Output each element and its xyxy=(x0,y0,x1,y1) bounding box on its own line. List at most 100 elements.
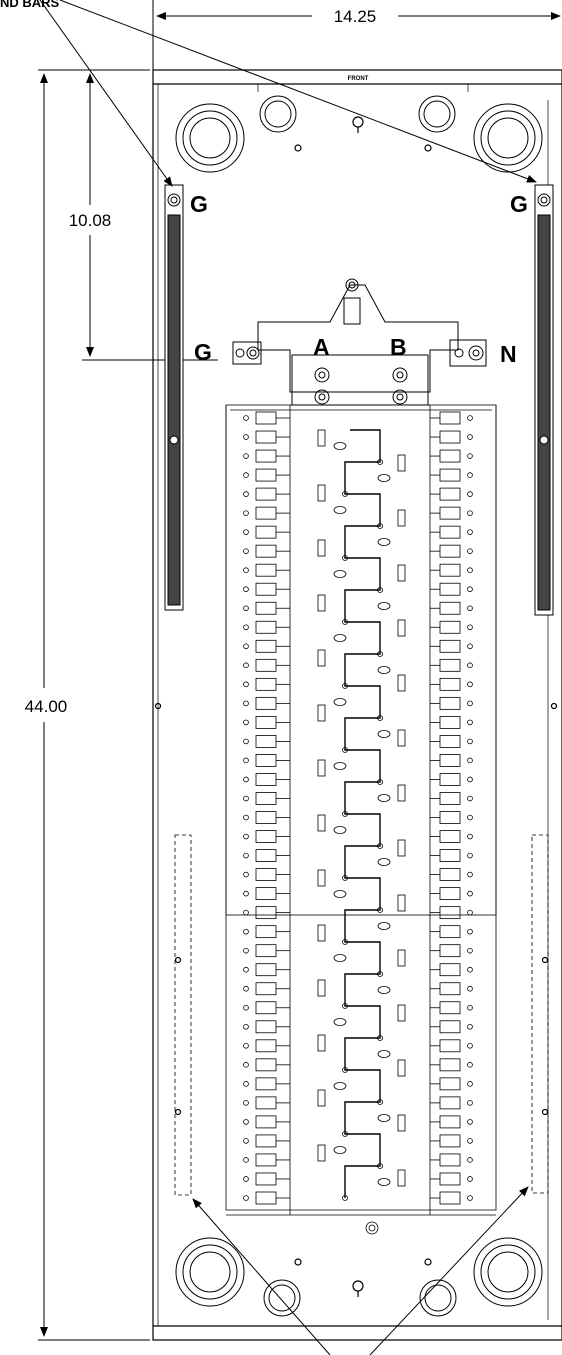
stab-hole-right xyxy=(467,833,473,840)
bus-rivet xyxy=(342,747,348,753)
bus-rivet xyxy=(377,971,383,977)
stab-hole-left xyxy=(243,909,249,916)
knockout-bottom-left xyxy=(175,1237,245,1307)
bus-insulator xyxy=(333,1082,347,1090)
bus-slot-right xyxy=(397,949,406,967)
ground-lug-label: G xyxy=(194,339,212,365)
breaker-stab-left xyxy=(255,487,277,501)
breaker-stab-right xyxy=(439,1115,461,1129)
interior-frame-upper xyxy=(225,404,497,916)
bus-rivet xyxy=(342,619,348,625)
stab-hole-left xyxy=(243,643,249,650)
stab-hole-right xyxy=(467,1195,473,1201)
breaker-stab-left xyxy=(255,944,277,958)
stab-hole-right xyxy=(467,871,473,878)
bus-slot-right xyxy=(397,894,406,912)
stab-hole-right xyxy=(467,1138,473,1144)
bus-insulator xyxy=(333,506,347,514)
width-dimension xyxy=(152,0,561,70)
breaker-stab-right xyxy=(439,868,461,881)
stab-hole-left xyxy=(243,795,249,802)
stab-hole-right xyxy=(467,510,473,516)
stab-hole-right xyxy=(467,1176,473,1182)
phase-a-label: A xyxy=(313,334,330,360)
bus-insulator xyxy=(333,442,347,450)
bus-slot-left xyxy=(317,869,326,887)
breaker-stab-right xyxy=(439,468,461,482)
stab-hole-left xyxy=(243,966,249,973)
bus-slot-left xyxy=(317,429,326,447)
breaker-stab-left xyxy=(255,792,277,805)
knockout-bottom-mid2 xyxy=(419,1279,457,1317)
stab-hole-left xyxy=(243,1081,249,1087)
stab-hole-right xyxy=(467,776,473,783)
breaker-stab-right xyxy=(439,658,461,672)
stab-hole-left xyxy=(243,1023,249,1030)
stab-hole-right xyxy=(467,852,473,859)
main-lug-assembly xyxy=(232,278,487,406)
bus-insulator xyxy=(333,570,347,578)
breaker-stab-left xyxy=(255,735,277,748)
center-bus-bar xyxy=(344,429,381,1198)
stab-hole-left xyxy=(243,434,249,440)
enclosure xyxy=(152,69,562,1341)
stab-hole-right xyxy=(467,567,473,573)
breaker-stab-left xyxy=(255,620,277,634)
bus-rivet xyxy=(342,683,348,689)
bus-insulator xyxy=(377,474,391,482)
breaker-stab-left xyxy=(255,430,277,444)
stab-hole-right xyxy=(467,1157,473,1163)
breaker-stab-left xyxy=(255,696,277,710)
gnd-offset-dimension xyxy=(82,73,218,361)
bus-slot-right xyxy=(397,1169,406,1187)
bus-insulator xyxy=(377,922,391,930)
breaker-stab-left xyxy=(255,1001,277,1015)
breaker-stab-left xyxy=(255,506,277,520)
breaker-stab-right xyxy=(439,773,461,786)
bus-insulator xyxy=(377,858,391,866)
bus-slot-right xyxy=(397,784,406,802)
breaker-stab-left xyxy=(255,1115,277,1129)
bus-slot-right xyxy=(397,509,406,527)
bus-insulator xyxy=(333,890,347,898)
stab-hole-left xyxy=(243,548,249,554)
stab-hole-left xyxy=(243,472,249,478)
stab-hole-right xyxy=(467,1100,473,1106)
breaker-stab-right xyxy=(439,487,461,501)
callout-leaders xyxy=(39,0,537,1355)
breaker-stab-left xyxy=(255,1020,277,1034)
bus-rivet xyxy=(377,843,383,849)
stab-hole-right xyxy=(467,700,473,707)
breaker-stab-left xyxy=(255,1153,277,1167)
breaker-stab-left xyxy=(255,449,277,463)
breaker-stab-left xyxy=(255,563,277,577)
stab-hole-right xyxy=(467,966,473,973)
bus-rivet xyxy=(377,1035,383,1041)
width-value: 14.25 xyxy=(334,7,377,26)
bus-rivet xyxy=(377,1163,383,1169)
breaker-stab-right xyxy=(439,1077,461,1091)
stab-hole-left xyxy=(243,567,249,573)
breaker-stab-right xyxy=(439,506,461,520)
bus-rivet xyxy=(342,811,348,817)
knockout-top-mid2 xyxy=(418,95,456,133)
breaker-stab-left xyxy=(255,1096,277,1110)
stab-hole-right xyxy=(467,605,473,612)
breaker-stab-left xyxy=(255,830,277,843)
bus-slot-left xyxy=(317,704,326,722)
stab-hole-left xyxy=(243,1004,249,1011)
breaker-stab-right xyxy=(439,944,461,958)
stab-hole-left xyxy=(243,1138,249,1144)
bus-insulator xyxy=(333,1018,347,1026)
bus-insulator xyxy=(377,794,391,802)
breaker-stab-left xyxy=(255,1134,277,1148)
bus-insulator xyxy=(377,1114,391,1122)
stab-hole-left xyxy=(243,529,249,535)
dashed-mounting-areas xyxy=(174,834,549,1196)
stab-hole-left xyxy=(243,814,249,821)
bus-insulator xyxy=(377,730,391,738)
stab-hole-left xyxy=(243,1100,249,1106)
breaker-stab-right xyxy=(439,906,461,920)
stab-hole-right xyxy=(467,814,473,821)
